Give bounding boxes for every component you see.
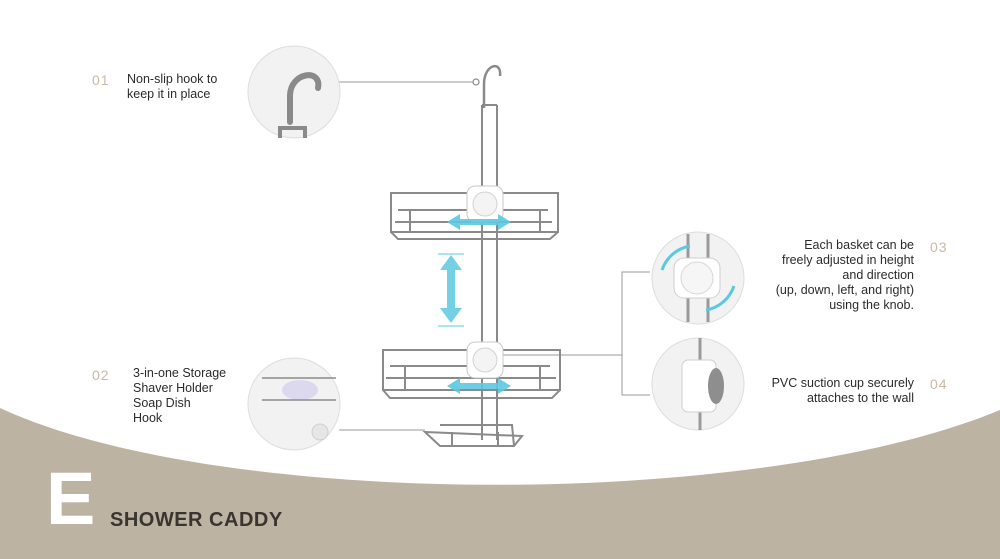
suction-cup-icon bbox=[651, 337, 745, 431]
feature-number-03: 03 bbox=[930, 239, 948, 255]
brand-title: SHOWER CADDY bbox=[110, 509, 283, 531]
arrow-icon bbox=[438, 214, 511, 394]
feature-text-03-line: Each basket can be freely adjusted in he… bbox=[775, 238, 914, 312]
caddy-illustration bbox=[382, 64, 561, 447]
feature-text-03: Each basket can be freely adjusted in he… bbox=[742, 238, 914, 313]
hook-detail-circle bbox=[247, 45, 341, 139]
feature-text-02: 3-in-one Storage Shaver Holder Soap Dish… bbox=[133, 366, 253, 426]
feature-number-04: 04 bbox=[930, 376, 948, 392]
hook-icon bbox=[482, 64, 502, 108]
feature-number-02: 02 bbox=[92, 367, 110, 383]
feature-text-02-line: 3-in-one Storage Shaver Holder Soap Dish… bbox=[133, 366, 227, 425]
feature-text-01-line: Non-slip hook to keep it in place bbox=[127, 72, 218, 101]
feature-text-04-line: PVC suction cup securely attaches to the… bbox=[771, 376, 914, 405]
brand-letter: E bbox=[46, 457, 96, 540]
knob-detail-circle bbox=[651, 231, 745, 325]
connector-lines bbox=[339, 81, 650, 431]
feature-text-01: Non-slip hook to keep it in place bbox=[127, 72, 257, 102]
feature-number-01: 01 bbox=[92, 72, 110, 88]
storage-detail-circle bbox=[247, 357, 341, 451]
footer-band bbox=[0, 408, 1000, 559]
feature-text-04: PVC suction cup securely attaches to the… bbox=[742, 376, 914, 406]
